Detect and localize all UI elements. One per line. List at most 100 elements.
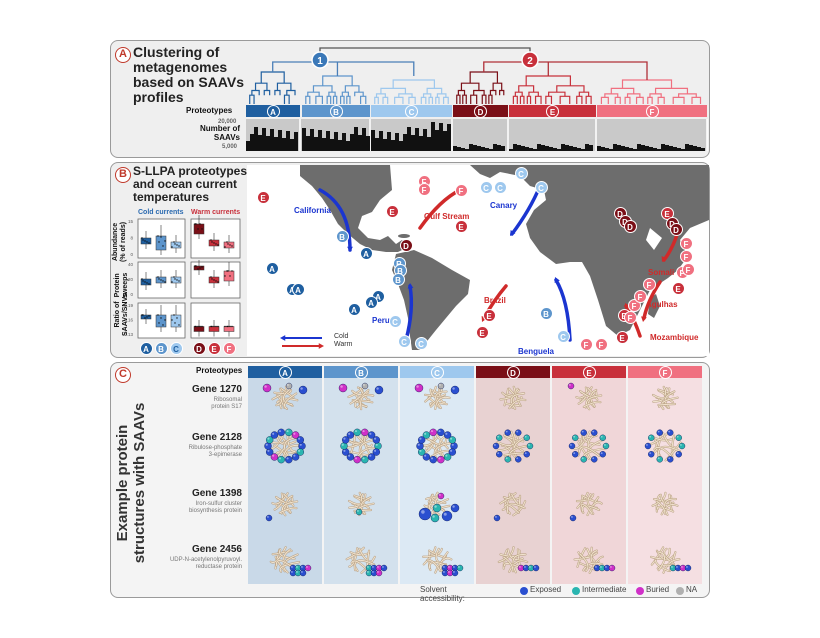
sample-marker: C [534, 180, 548, 194]
proteotype-column [476, 376, 550, 584]
sample-marker: C [388, 314, 402, 328]
gene-description: UDP-N-acetylenolpyruvoyl. [169, 557, 242, 563]
sample-marker: E [615, 330, 629, 344]
proteotype-marker: B [354, 365, 368, 379]
legend-dot [572, 587, 580, 595]
current-arrowhead [280, 335, 286, 341]
proteotype-column [400, 376, 474, 584]
sample-marker: A [265, 261, 279, 275]
gene-description: biosynthesis protein [188, 508, 242, 514]
sample-marker: D [669, 222, 683, 236]
boxplot-group-label: E [207, 341, 221, 355]
legend-dot [520, 587, 528, 595]
saavs-label-line: SAAVs [213, 133, 240, 142]
sample-marker: C [556, 329, 570, 343]
proteotype-marker: E [582, 365, 596, 379]
gene-name: Gene 1270 [191, 384, 242, 395]
gene-description: Ribosomal [213, 397, 242, 403]
current-arrowhead [318, 343, 324, 349]
sample-marker: F [623, 310, 637, 324]
gene-name: Gene 2456 [191, 544, 242, 555]
saavs-label: Number of SAAVs [200, 124, 240, 142]
current-label: Mozambique [650, 333, 699, 342]
current-arrowhead [407, 283, 414, 289]
proteotypes-label-a: Proteotypes [186, 106, 233, 115]
dendrogram-branch [483, 61, 648, 80]
gene-description: Iron-sulfur cluster [195, 501, 242, 507]
proteotype-column [324, 376, 398, 584]
panel-b-title-line: temperatures [133, 190, 210, 204]
sample-marker: F [579, 337, 593, 351]
sample-marker: F [681, 262, 695, 276]
landmass-caribbean [398, 234, 410, 238]
gene-description: Ribulose-phosphate [188, 445, 242, 451]
sample-marker: C [414, 336, 428, 350]
sample-marker: F [679, 236, 693, 250]
sample-marker: E [475, 325, 489, 339]
current-label: Brazil [484, 296, 506, 305]
sample-marker: E [256, 190, 270, 204]
current-arrowhead [554, 277, 560, 283]
panel-b-title-line: S-LLPA proteotypes [133, 164, 248, 178]
panel-b-title-line: and ocean current [133, 177, 238, 191]
gene-name: Gene 1398 [191, 488, 242, 499]
cluster-marker [311, 51, 329, 69]
sample-marker: F [642, 277, 656, 291]
sample-marker: E [671, 281, 685, 295]
sample-marker: C [493, 180, 507, 194]
proteotype-marker: B [329, 104, 343, 118]
proteotype-marker: A [278, 365, 292, 379]
current-arrowhead [510, 230, 516, 236]
sample-marker: E [385, 204, 399, 218]
panel-a-title-line: metagenomes [133, 59, 228, 75]
boxplot-group-label: D [192, 341, 206, 355]
cluster-label: 2 [527, 56, 533, 67]
proteotype-marker: F [645, 104, 659, 118]
panel-c-title: Example protein structures with SAAVs [114, 376, 148, 590]
boxplot-group-label: A [139, 341, 153, 355]
proteotype-marker: D [474, 104, 487, 118]
sample-marker: A [291, 282, 305, 296]
gene-description: protein S17 [211, 404, 242, 410]
boxplot-group-label: F [222, 341, 236, 355]
boxplot-group-label: B [154, 341, 168, 355]
panel-a-title-line: Clustering of [133, 44, 220, 60]
proteotype-marker: A [266, 104, 280, 118]
landmass-south-america [392, 250, 470, 350]
red-sea [646, 228, 662, 250]
gene-name: Gene 2128 [191, 432, 242, 443]
gene-description: reductase protein [195, 564, 242, 570]
sample-marker: E [482, 308, 496, 322]
sample-marker: B [391, 272, 405, 286]
current-arrowhead [347, 246, 353, 252]
sample-marker: D [399, 238, 413, 252]
sample-marker: C [514, 166, 528, 180]
legend-dot [676, 587, 684, 595]
panel-c-letter: C [115, 367, 131, 383]
sample-marker: F [594, 337, 608, 351]
current-label: California [294, 206, 331, 215]
current-arrowhead [641, 316, 647, 322]
agulhas-current [642, 280, 662, 320]
landmass-north-america [300, 165, 410, 252]
dendrogram-branch [392, 79, 435, 89]
sample-marker: F [633, 289, 647, 303]
legend-title: Solvent accessibility: [420, 585, 465, 603]
sample-marker: D [623, 219, 637, 233]
sample-marker: A [364, 295, 378, 309]
current-label: Somali [648, 268, 675, 277]
cluster-marker [521, 51, 539, 69]
landmass-afro-eurasia [470, 165, 709, 336]
proteotype-column [552, 376, 626, 584]
current-arrowhead [661, 256, 667, 262]
proteotype-marker: C [430, 365, 444, 379]
proteotype-column [628, 376, 702, 584]
sample-marker: E [454, 219, 468, 233]
sample-marker: A [359, 246, 373, 260]
current-label: Gulf Stream [424, 212, 470, 221]
current-label: Peru [372, 316, 390, 325]
benguela-current [554, 278, 572, 342]
legend-label: Buried [646, 585, 670, 594]
panel-a-title: Clustering of metagenomes based on SAAVs… [133, 45, 244, 105]
sample-marker: A [347, 302, 361, 316]
